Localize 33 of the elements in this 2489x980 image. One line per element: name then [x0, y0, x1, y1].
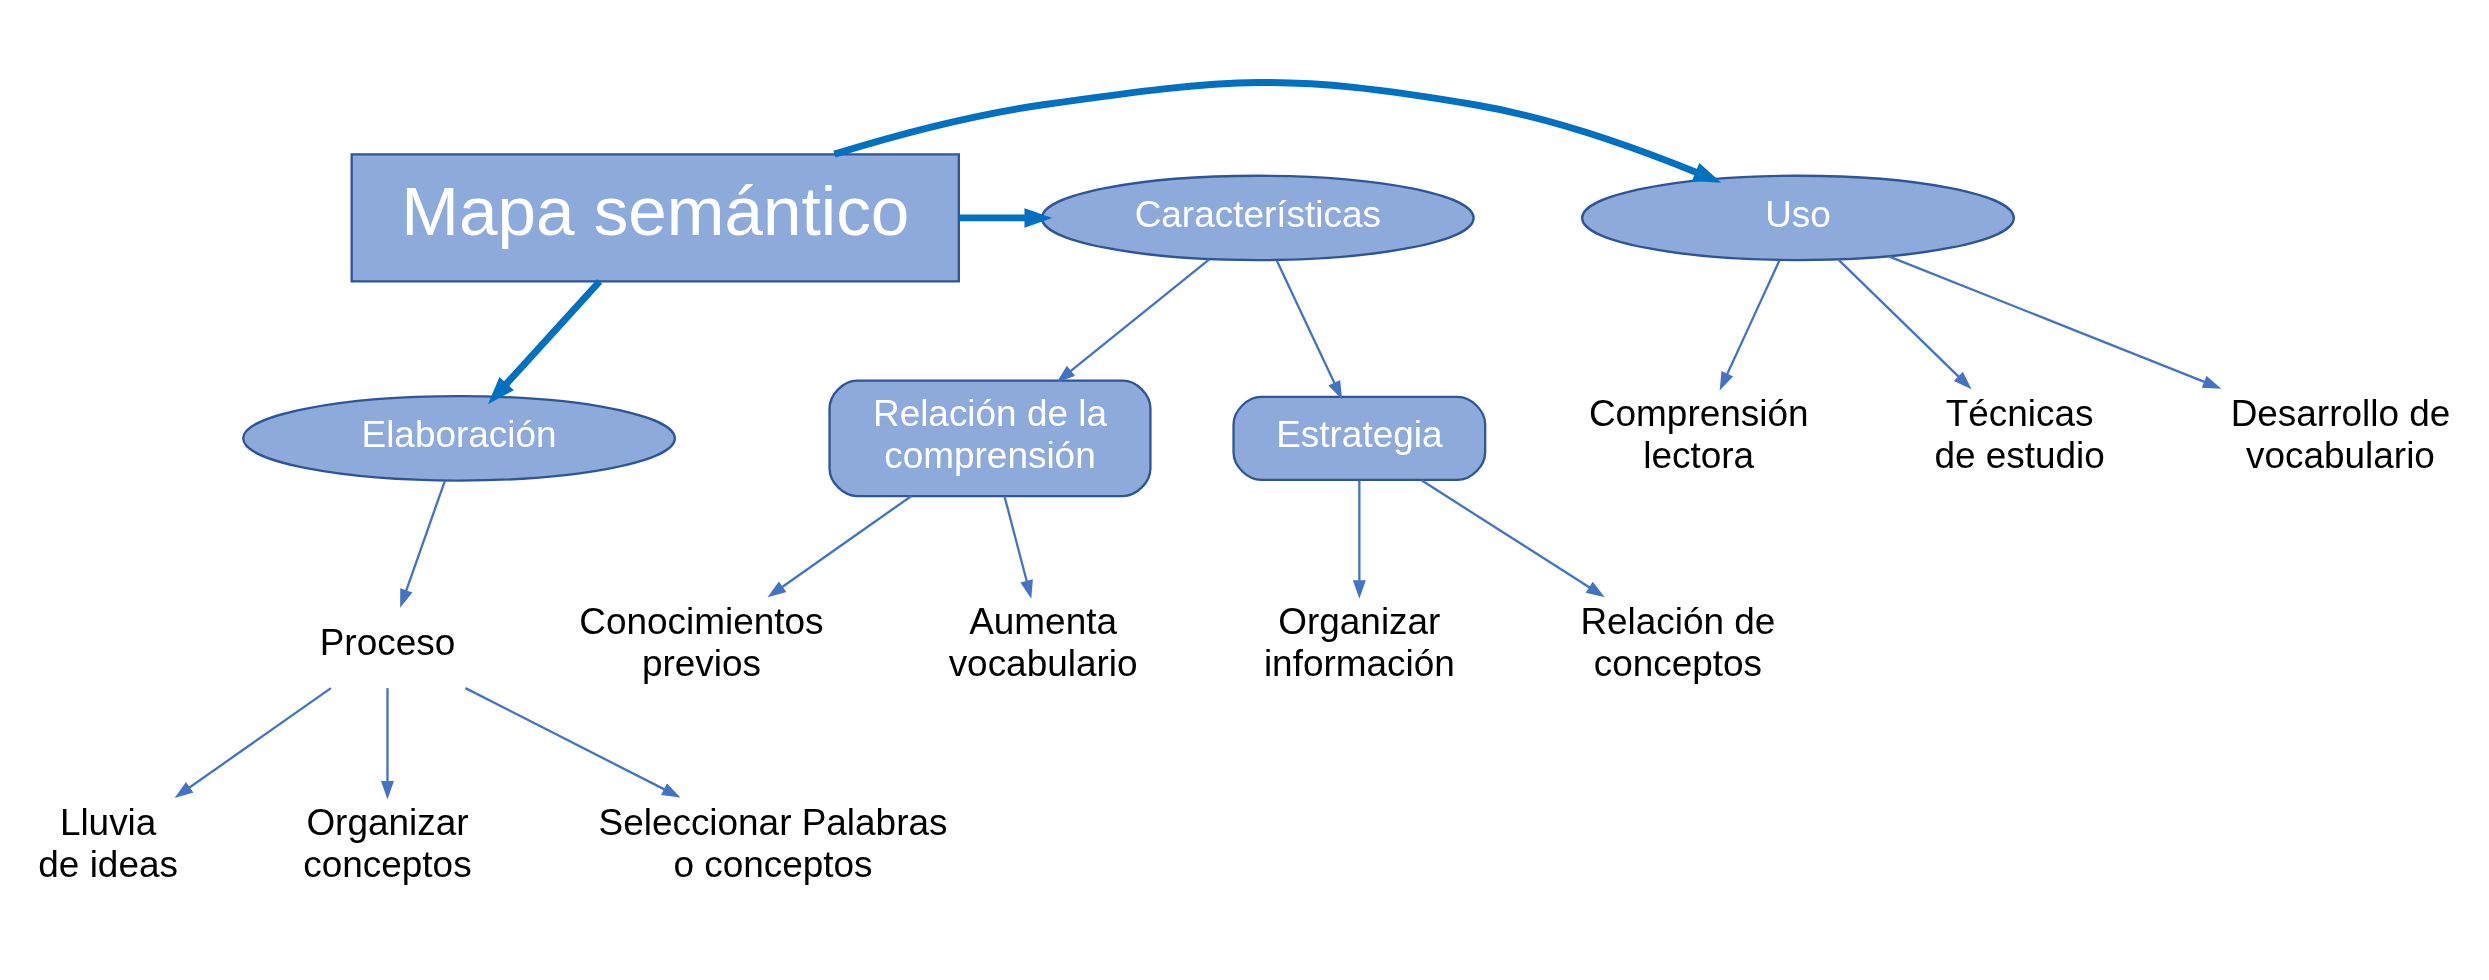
node-ellipse: Características	[1040, 174, 1475, 262]
arrow	[958, 208, 1053, 228]
arrow	[767, 495, 912, 598]
arrow	[400, 480, 446, 608]
arrow	[1888, 255, 2222, 389]
node-text: Proceso	[319, 621, 456, 663]
node-text: Seleccionar Palabras o conceptos	[598, 801, 948, 885]
arrow	[381, 688, 394, 800]
node-box: Estrategia	[1232, 395, 1487, 482]
node-text: Comprensión lectora	[1588, 393, 1809, 476]
arrow	[464, 687, 681, 798]
arrow	[1420, 479, 1605, 598]
arrow	[1719, 260, 1781, 391]
arrow	[1352, 480, 1366, 599]
arrow	[488, 279, 603, 405]
node-ellipse: Elaboración	[242, 395, 677, 482]
node-text: Aumenta vocabulario	[948, 601, 1138, 684]
arrow	[1056, 258, 1210, 383]
node-text: Lluvia de ideas	[38, 801, 178, 885]
node-text: Técnicas de estudio	[1934, 393, 2105, 476]
node-ellipse: Uso	[1580, 174, 2015, 262]
arrow	[1837, 259, 1972, 390]
node-box: Relación de la comprensión	[828, 379, 1152, 498]
node-text: Organizar información	[1263, 601, 1455, 684]
node-text: Conocimientos previos	[579, 601, 824, 684]
node-text: Desarrollo de vocabulario	[2230, 393, 2451, 476]
arrow	[174, 687, 332, 798]
arrow	[1275, 260, 1343, 400]
node-text: Organizar conceptos	[303, 801, 472, 885]
node-box: Mapa semántico	[350, 153, 960, 283]
node-text: Relación de conceptos	[1580, 601, 1776, 684]
arrow	[833, 79, 1722, 183]
arrow	[1003, 495, 1033, 599]
